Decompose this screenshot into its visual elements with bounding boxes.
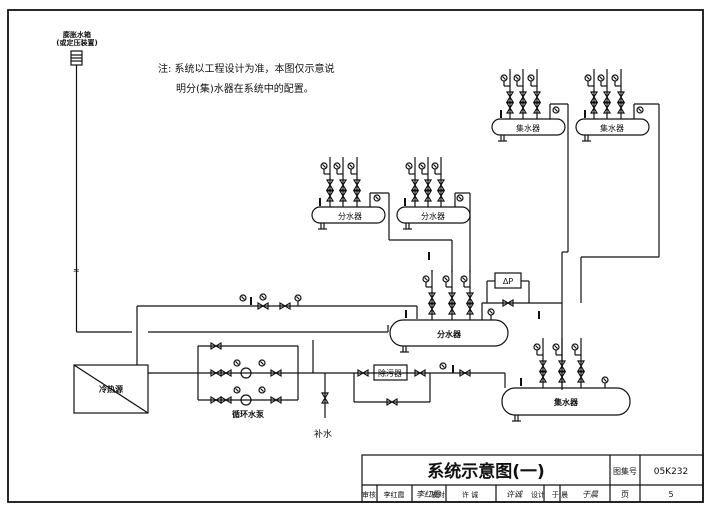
expansion-tank-label: 膨胀水箱 xyxy=(62,30,91,39)
title-block xyxy=(361,454,704,503)
drawing-border xyxy=(7,9,704,503)
note-line-1: 注: 系统以工程设计为准，本图仅示意说 xyxy=(158,62,335,75)
pump-group-label: 循环水泵 xyxy=(231,409,264,419)
heat-source xyxy=(73,364,149,414)
upper-collector-1 xyxy=(491,110,566,142)
main-distributor xyxy=(389,310,509,353)
upper-distributor-2-label: 分水器 xyxy=(421,211,445,221)
break-symbol-icon: ≈ xyxy=(73,266,80,275)
main-collector-label: 集水器 xyxy=(553,397,579,407)
reviewer-name: 李红霞 xyxy=(384,490,405,499)
strainer-label: 除污器 xyxy=(378,368,402,378)
design-label: 设计 xyxy=(531,490,545,499)
upper-distributor-1 xyxy=(311,198,386,230)
heat-source-label: 冷热源 xyxy=(99,384,123,394)
upper-collector-2 xyxy=(575,110,650,142)
expansion-tank-sublabel: (或定压装置) xyxy=(56,38,97,47)
makeup-water-label: 补水 xyxy=(314,428,332,440)
page-number: 5 xyxy=(668,490,673,499)
main-distributor-label: 分水器 xyxy=(437,329,462,339)
pump-icon xyxy=(240,394,252,406)
atlas-label: 图集号 xyxy=(613,466,637,476)
designer-name: 于 晨 xyxy=(552,491,568,499)
reviewer-signature: 李红霞 xyxy=(416,490,441,499)
pump-group xyxy=(197,342,299,406)
note-line-2: 明分(集)水器在系统中的配置。 xyxy=(176,82,314,95)
designer-signature: 于晨 xyxy=(582,490,599,499)
check-label-visible: 校对 xyxy=(431,490,445,499)
main-collector xyxy=(501,378,631,422)
checker-signature: 许诚 xyxy=(506,490,524,499)
expansion-tank-icon xyxy=(70,50,83,66)
upper-distributor-1-label: 分水器 xyxy=(338,211,362,221)
upper-collector-1-label: 集水器 xyxy=(516,123,540,133)
review-label: 审核 xyxy=(362,490,376,499)
strainer xyxy=(373,364,408,381)
checker-name: 许 诚 xyxy=(462,490,478,499)
pump-icon xyxy=(240,367,252,379)
differential-pressure-label: ΔP xyxy=(503,277,513,286)
page-label: 页 xyxy=(621,490,629,499)
drawing-title: 系统示意图(一) xyxy=(427,461,545,482)
atlas-number: 05K232 xyxy=(654,467,689,477)
upper-collector-2-label: 集水器 xyxy=(600,123,624,133)
